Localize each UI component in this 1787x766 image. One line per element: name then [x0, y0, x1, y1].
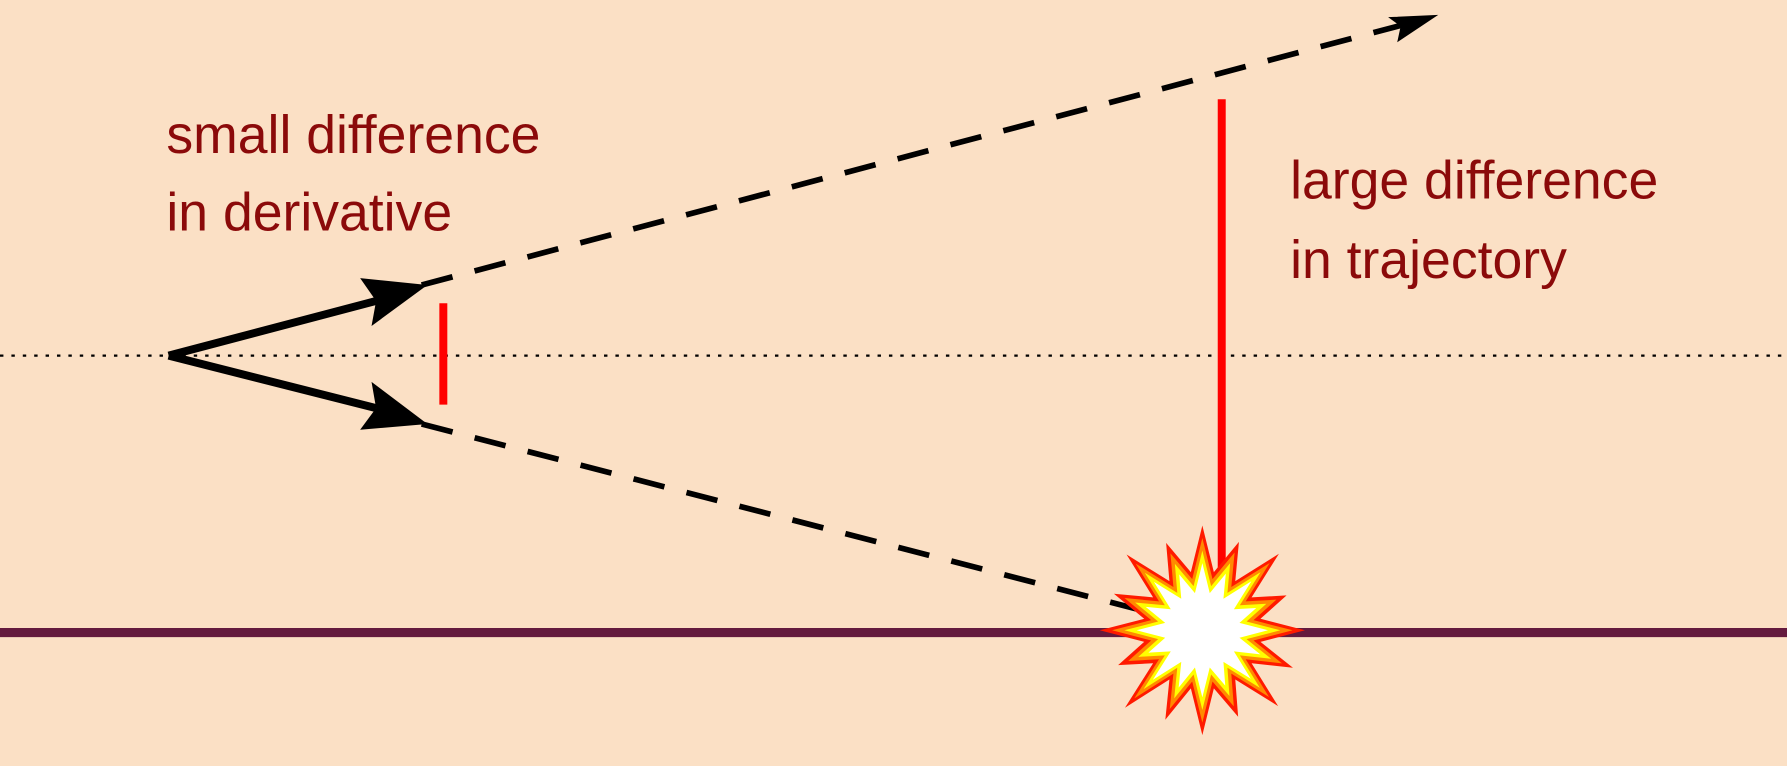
left-label-line1: small difference — [166, 106, 540, 165]
upper-derivative-arrow — [167, 297, 378, 360]
upper-trajectory-dashed — [420, 22, 1403, 288]
right-label-line1: large difference — [1290, 151, 1658, 210]
explosion-layer — [1136, 563, 1268, 698]
left-label-line2: in derivative — [166, 183, 452, 242]
lower-arrowhead — [360, 381, 428, 430]
explosion-icon — [1099, 525, 1305, 736]
right-label-line2: in trajectory — [1290, 231, 1567, 290]
lower-derivative-arrow — [167, 351, 378, 412]
upper-trajectory-arrowhead — [1388, 14, 1439, 43]
lower-trajectory-dashed — [420, 421, 1141, 613]
upper-arrowhead — [360, 278, 428, 327]
